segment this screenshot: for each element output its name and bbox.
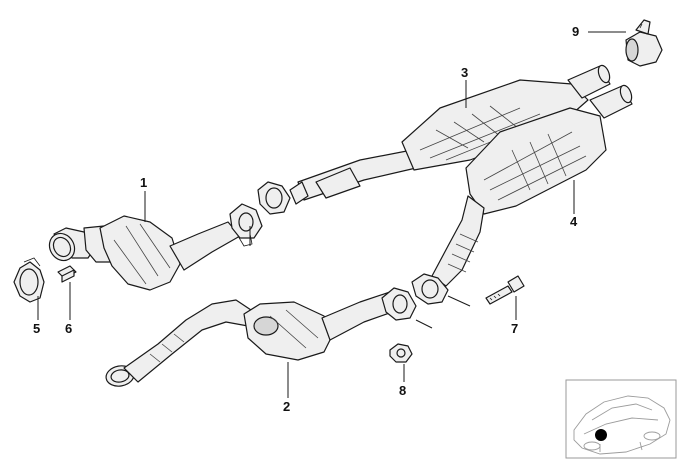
- nut-part-8: [389, 343, 413, 363]
- callout-6: 6: [65, 321, 72, 336]
- callout-2: 2: [283, 399, 290, 414]
- stud-part-6: [57, 265, 77, 283]
- callout-labels: 1 2 3 4 5 6 7 8 9: [33, 24, 579, 414]
- callout-9: 9: [572, 24, 579, 39]
- callout-8: 8: [399, 383, 406, 398]
- bolt-part-7: [485, 275, 525, 305]
- location-marker: [595, 429, 607, 441]
- center-silencer-part-4: [431, 84, 633, 287]
- callout-7: 7: [511, 321, 518, 336]
- callout-3: 3: [461, 65, 468, 80]
- catalytic-converter-part-2: [105, 287, 417, 387]
- callout-4: 4: [570, 214, 578, 229]
- car-locator-inset: [565, 379, 677, 459]
- catalytic-converter-part-1: [48, 203, 263, 291]
- rear-silencer-part-3: [257, 64, 611, 215]
- clamp-part-9: [625, 19, 663, 67]
- leader-lines: [37, 31, 626, 398]
- callout-5: 5: [33, 321, 40, 336]
- callout-1: 1: [140, 175, 147, 190]
- flange-gasket-mid: [411, 273, 449, 305]
- clamp-ring-part-5: [13, 257, 45, 303]
- car-outline: [573, 395, 671, 455]
